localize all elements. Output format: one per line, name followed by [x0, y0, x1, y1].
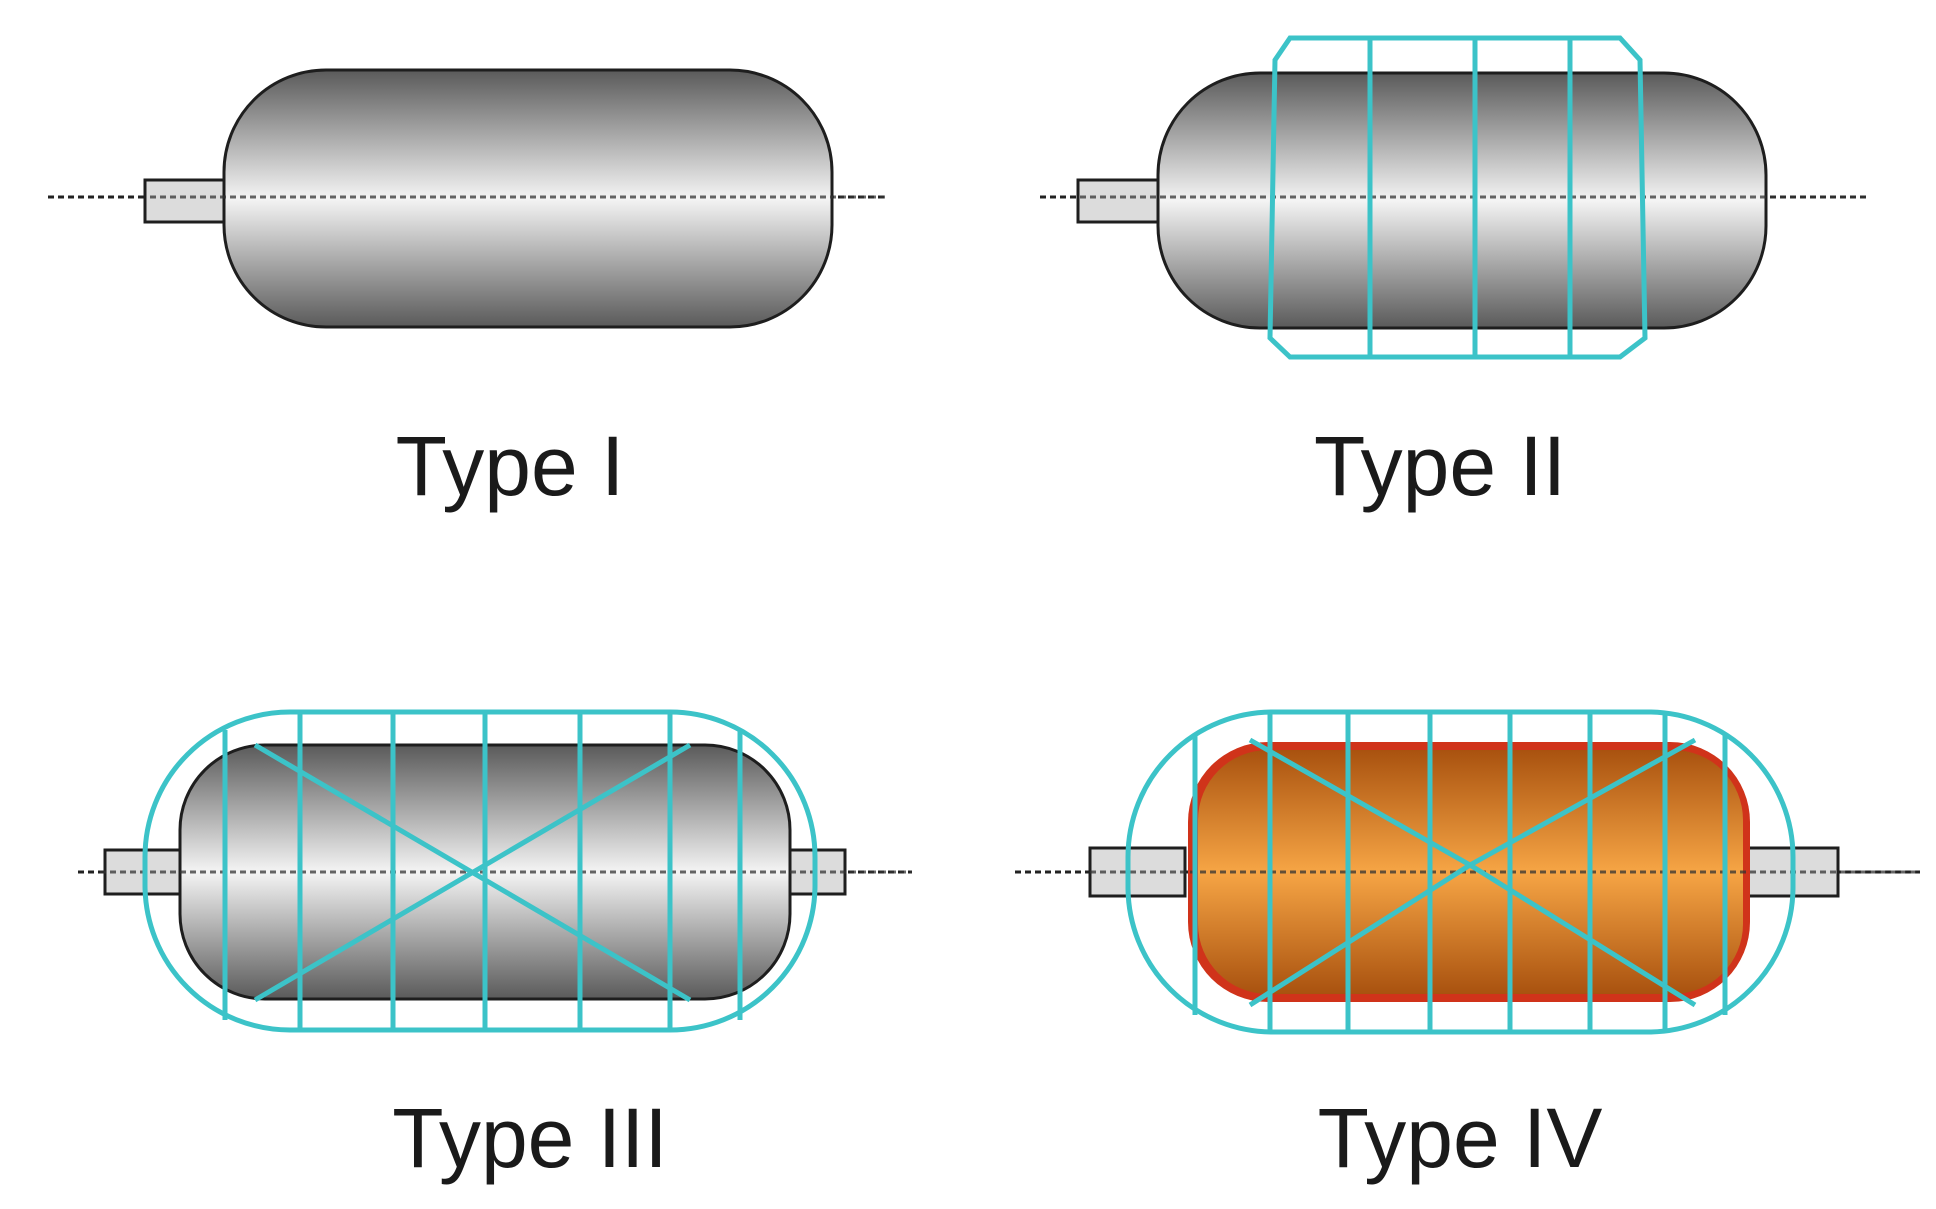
hoop-wrap: [1267, 35, 1648, 360]
tank-type-4: [1015, 709, 1920, 1035]
port-boss: [1076, 178, 1165, 224]
tank-label-type-4: Type IV: [1317, 1091, 1603, 1185]
tank-label-type-2: Type II: [1313, 419, 1567, 513]
tank-label-type-1: Type I: [395, 419, 625, 513]
full-wrap: [1125, 709, 1796, 1035]
metal-liner: [1156, 71, 1768, 330]
port-boss: [143, 178, 227, 224]
tank-label-type-3: Type III: [392, 1091, 668, 1185]
tank-type-2: [1040, 35, 1870, 360]
tank-type-1: [48, 68, 885, 329]
full-wrap: [142, 709, 818, 1033]
tank-type-3: [78, 709, 912, 1033]
